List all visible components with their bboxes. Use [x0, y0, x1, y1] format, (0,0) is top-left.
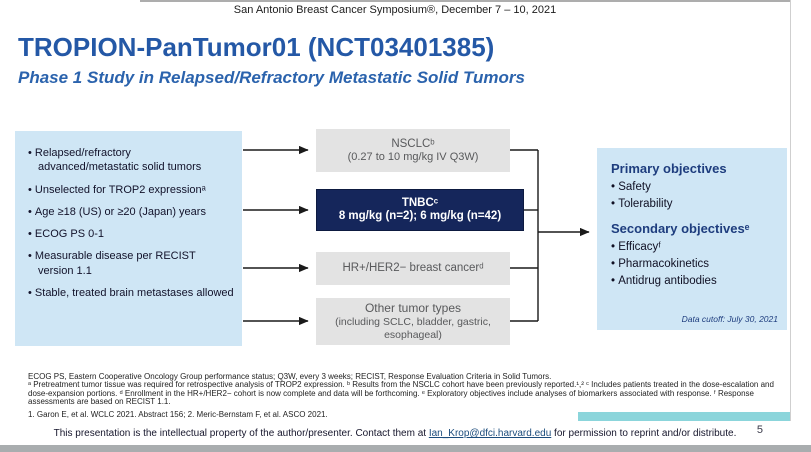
- eligibility-box: Relapsed/refractory advanced/metastatic …: [15, 131, 242, 346]
- footer-bar: This presentation is the intellectual pr…: [0, 421, 811, 445]
- bottom-strip: [0, 445, 811, 452]
- cohort-title: HR+/HER2− breast cancerᵈ: [342, 262, 484, 275]
- cohort-title: NSCLCᵇ: [391, 137, 435, 150]
- cohort-box-nsclc: NSCLCᵇ (0.27 to 10 mg/kg IV Q3W): [316, 129, 510, 172]
- primary-objectives-heading: Primary objectives: [611, 161, 727, 176]
- footnotes: ECOG PS, Eastern Cooperative Oncology Gr…: [28, 372, 790, 420]
- footer-text-after: for permission to reprint and/or distrib…: [551, 428, 737, 439]
- cohort-detail: (including SCLC, bladder, gastric, esoph…: [335, 316, 491, 341]
- page-subtitle: Phase 1 Study in Relapsed/Refractory Met…: [18, 68, 526, 87]
- objective-item: Antidrug antibodies: [611, 273, 775, 290]
- cohort-box-hr-her2: HR+/HER2− breast cancerᵈ: [316, 252, 510, 285]
- eligibility-list: Relapsed/refractory advanced/metastatic …: [28, 146, 234, 300]
- cohort-title: TNBCᶜ: [401, 196, 439, 209]
- progress-bar: [578, 412, 790, 421]
- eligibility-item: ECOG PS 0-1: [28, 227, 234, 241]
- secondary-objectives-heading: Secondary objectivesᵉ: [611, 220, 750, 236]
- eligibility-item: Unselected for TROP2 expressionᵃ: [28, 183, 234, 197]
- footer-text: This presentation is the intellectual pr…: [0, 421, 790, 445]
- page-title: TROPION-PanTumor01 (NCT03401385): [18, 32, 495, 62]
- footnote-references: 1. Garon E, et al. WCLC 2021. Abstract 1…: [28, 410, 328, 420]
- objective-item: Tolerability: [611, 196, 775, 213]
- footnote-abbreviations: ECOG PS, Eastern Cooperative Oncology Gr…: [28, 372, 552, 381]
- secondary-objectives-list: Efficacyᶠ Pharmacokinetics Antidrug anti…: [611, 239, 775, 291]
- symposium-header: San Antonio Breast Cancer Symposium®, De…: [233, 4, 557, 16]
- eligibility-item: Relapsed/refractory advanced/metastatic …: [28, 146, 234, 175]
- footer-text-before: This presentation is the intellectual pr…: [53, 428, 429, 439]
- eligibility-item: Measurable disease per RECIST version 1.…: [28, 249, 234, 278]
- page-number: 5: [756, 424, 763, 436]
- objective-item: Safety: [611, 179, 775, 196]
- email-link[interactable]: Ian_Krop@dfci.harvard.edu: [428, 428, 552, 439]
- slide-right-border: [790, 0, 791, 445]
- eligibility-item: Age ≥18 (US) or ≥20 (Japan) years: [28, 205, 234, 219]
- cohort-detail: 8 mg/kg (n=2); 6 mg/kg (n=42): [338, 210, 502, 223]
- data-cutoff-note: Data cutoff: July 30, 2021: [681, 314, 778, 324]
- objective-item: Efficacyᶠ: [611, 239, 775, 256]
- cohort-title: Other tumor types: [364, 301, 462, 316]
- cohort-box-other-tumors: Other tumor types (including SCLC, bladd…: [316, 298, 510, 345]
- top-edge-line: [140, 0, 790, 2]
- footnote-notes: ᵃ Pretreatment tumor tissue was required…: [28, 380, 774, 406]
- cohort-detail: (0.27 to 10 mg/kg IV Q3W): [347, 151, 479, 164]
- objectives-box: Primary objectives Safety Tolerability S…: [597, 148, 787, 330]
- cohort-box-tnbc: TNBCᶜ 8 mg/kg (n=2); 6 mg/kg (n=42): [316, 189, 524, 231]
- primary-objectives-list: Safety Tolerability: [611, 179, 775, 214]
- objective-item: Pharmacokinetics: [611, 256, 775, 273]
- eligibility-item: Stable, treated brain metastases allowed: [28, 286, 234, 300]
